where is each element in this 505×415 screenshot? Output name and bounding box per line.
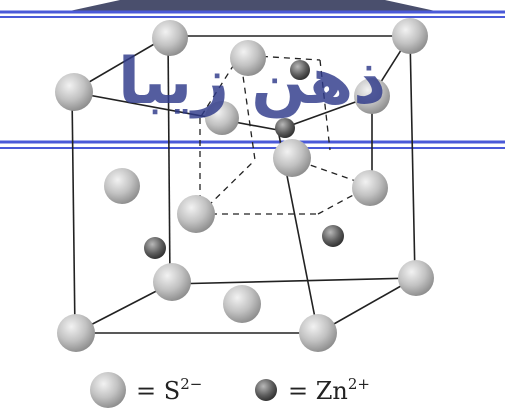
sulfide-ion — [55, 73, 93, 111]
sulfide-ion — [177, 195, 215, 233]
legend-sulfide-base: S — [164, 377, 180, 405]
zinc-ion — [290, 60, 310, 80]
sulfide-ion — [398, 260, 434, 296]
sulfide-ion — [205, 101, 239, 135]
watermark-text: ذهن زیبا — [118, 45, 386, 119]
legend-sulfide-label: = S2− — [136, 375, 202, 405]
sulfide-ion — [223, 285, 261, 323]
sulfide-ions — [55, 18, 434, 352]
sulfide-ion — [152, 20, 188, 56]
sulfide-ion — [352, 170, 388, 206]
sulfide-ion — [230, 40, 266, 76]
sulfide-ion — [57, 314, 95, 352]
sulfide-ion — [273, 139, 311, 177]
legend-zinc-charge: 2+ — [348, 375, 370, 393]
sulfide-ion — [299, 314, 337, 352]
zinc-ion — [275, 118, 295, 138]
zinc-ion — [144, 237, 166, 259]
legend-sulfide-charge: 2− — [180, 375, 202, 393]
sulfide-ion — [153, 263, 191, 301]
zinc-ions — [144, 60, 344, 259]
sulfide-ion — [354, 78, 390, 114]
sulfide-ion — [392, 18, 428, 54]
sulfide-ion — [104, 168, 140, 204]
legend: = S2− = Zn2+ — [90, 372, 370, 408]
legend-zinc-base: Zn — [316, 377, 348, 405]
legend-zinc-label: = Zn2+ — [288, 375, 370, 405]
watermark-top-shape — [65, 0, 440, 12]
zinc-ion — [322, 225, 344, 247]
legend-zinc-swatch — [255, 379, 277, 401]
legend-sulfide-swatch — [90, 372, 126, 408]
